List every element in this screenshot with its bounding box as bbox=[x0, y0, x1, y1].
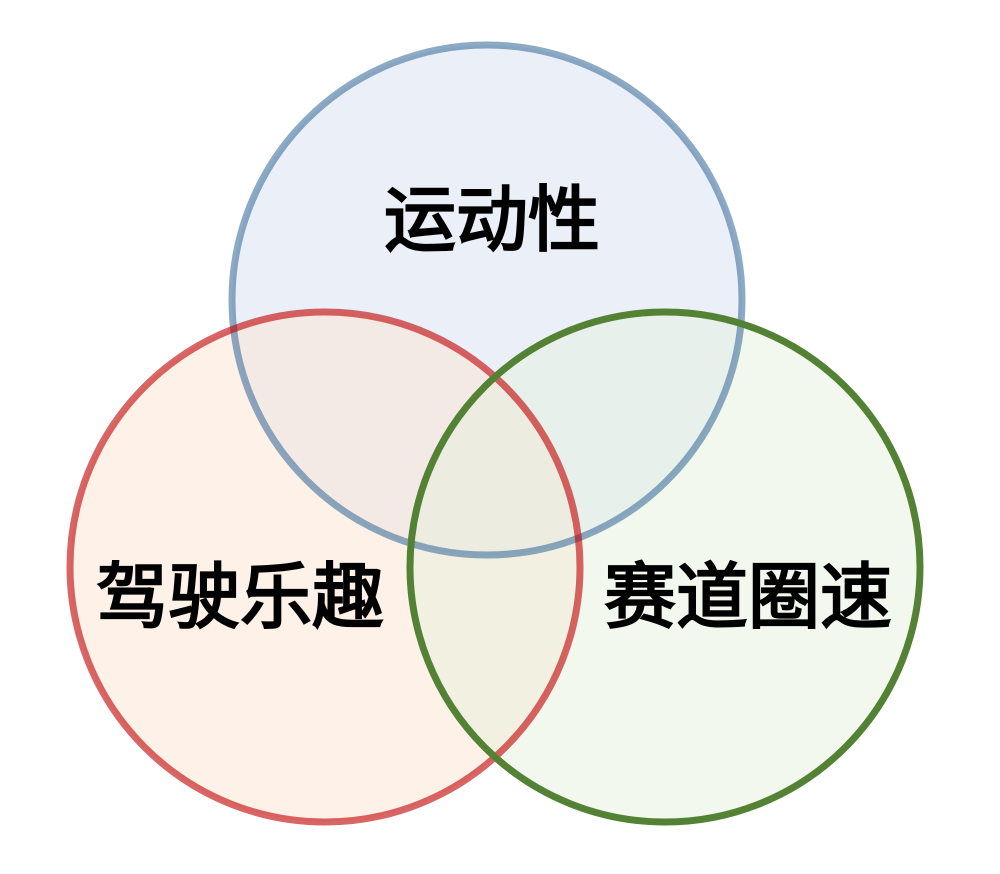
label-right: 赛道圈速 bbox=[604, 555, 892, 639]
circle-left-fill bbox=[70, 312, 580, 822]
circle-left-outline bbox=[66, 308, 584, 826]
circle-right-fill bbox=[410, 312, 920, 822]
label-left: 驾驶乐趣 bbox=[96, 555, 384, 639]
circle-top-outline bbox=[228, 41, 746, 559]
label-top: 运动性 bbox=[384, 178, 600, 262]
circle-right-outline bbox=[406, 308, 924, 826]
